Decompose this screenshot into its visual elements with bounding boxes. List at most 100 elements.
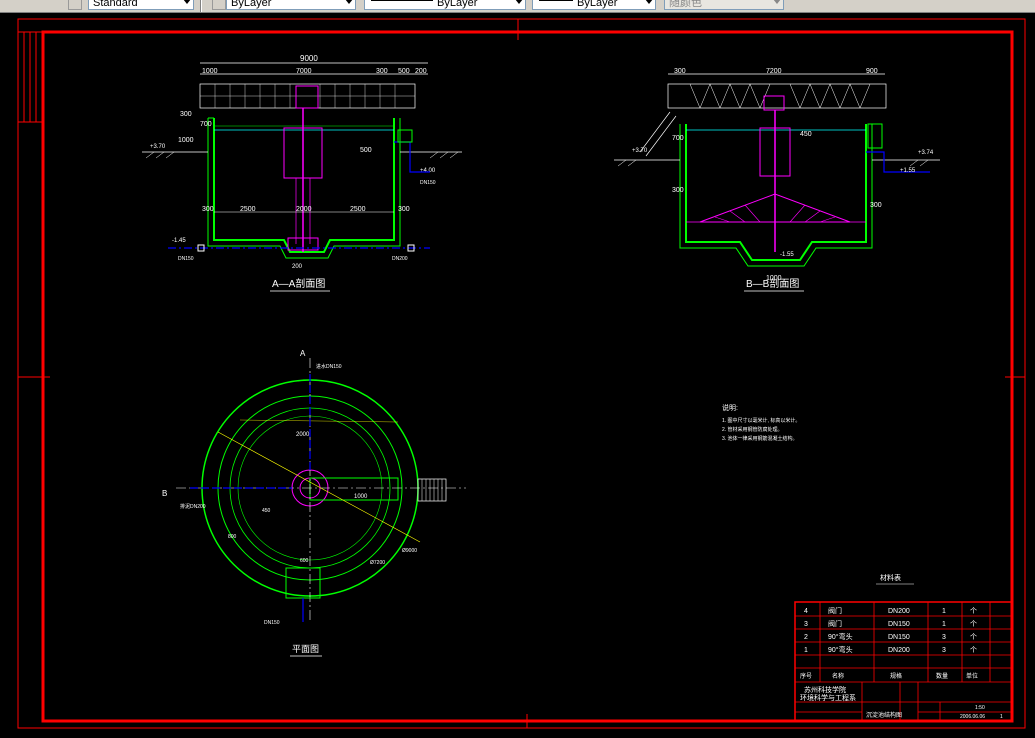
bom-no: 4 [804,608,808,615]
bom-spec: DN200 [888,647,910,654]
title-date: 2006.06.06 [960,714,985,720]
bom-header-name: 名称 [832,672,844,680]
dim-1000: 1000 [354,494,368,500]
scraper-base [287,237,319,251]
tank-wall-inner [685,124,867,261]
plan-view: A B 进水DN150 2000 450 1000 800 600 Ø9000 … [162,349,466,657]
dim-2000: 2000 [296,206,312,213]
bom-header-no: 序号 [800,672,812,680]
valve [407,244,415,252]
section-bb: 300 7200 900 +3.74 +1.55 +3.70 -1.55 700… [614,68,940,292]
tank-wall-outer [679,124,873,267]
pipe-top: 进水DN150 [316,363,342,370]
dim-right3: 200 [415,68,427,75]
level-4: -1.55 [780,252,794,258]
dim-600: 600 [300,558,309,564]
bom-qty: 1 [942,621,946,628]
level-1: +3.74 [918,150,934,156]
dim-300b: 300 [870,202,882,209]
bom-spec: DN150 [888,621,910,628]
valve [197,244,205,252]
level-1: +3.70 [150,144,166,150]
bom-name: 阀门 [828,606,842,615]
dim-2500a: 2500 [240,206,256,213]
dim-300c: 300 [180,111,192,118]
lineweight-value: ByLayer [577,0,618,9]
bom-spec: DN200 [888,608,910,615]
toolbar-separator [200,0,202,12]
outlet-weir [867,123,883,149]
outlet-pipe [866,151,930,173]
tank-wall-inner [213,118,395,253]
section-bb-title: B—B剖面图 [746,277,799,290]
pipe-bottom: DN150 [264,620,280,626]
title-scale: 1:50 [975,705,985,711]
dim-450: 450 [800,131,812,138]
bom-no: 1 [804,647,808,654]
pipe-label-left: DN150 [178,256,194,262]
dim-300a: 300 [672,187,684,194]
bom-qty: 3 [942,647,946,654]
outer-frame [17,18,1026,729]
dim-mid: 7000 [296,68,312,75]
title-block-border [794,601,1013,722]
ground-hatch [145,151,459,159]
truss-members [200,84,415,108]
color-dropdown[interactable]: 随颜色 [664,0,784,10]
dim-total: 7200 [766,68,782,75]
section-aa-title: A—A剖面图 [272,277,325,290]
bom-no: 3 [804,621,808,628]
properties-toolbar: Standard ByLayer ByLayer ByLayer 随颜色 [0,0,1035,13]
text-style-dropdown[interactable]: Standard [88,0,194,10]
layer-dropdown[interactable]: ByLayer [226,0,356,10]
ground-hatch [617,159,929,167]
dim-r: 2000 [296,432,310,438]
chevron-down-icon [183,0,191,4]
linetype-value: ByLayer [437,0,478,9]
chevron-down-icon [345,0,353,4]
drawing-canvas[interactable]: 9000 1000 7000 300 500 200 +3.70 +4.00 D… [0,12,1035,738]
pipe-left: 排泥DN200 [180,503,206,510]
layer-value: ByLayer [231,0,272,9]
dim-total: 9000 [300,54,318,63]
chevron-down-icon [515,0,523,4]
bom-header-unit: 单位 [966,672,978,680]
bom-unit: 个 [970,633,977,641]
dim-inner: Ø7200 [370,560,385,566]
notes-title: 说明: [722,403,738,412]
bom-grid [795,602,1012,683]
dim-dia: Ø9000 [402,548,417,554]
level-3: +3.70 [632,148,648,154]
bom-unit: 个 [970,620,977,628]
lineweight-dropdown[interactable]: ByLayer [532,0,656,10]
bom-header-qty: 数量 [936,672,948,680]
color-value: 随颜色 [669,0,702,9]
dim-1000: 1000 [766,275,782,282]
note-1: 1. 图中尺寸以毫米计, 标高以米计。 [722,417,800,424]
lineweight-preview [539,0,573,1]
bom-spec: DN150 [888,634,910,641]
bridge-truss [667,83,887,109]
title-dept: 环境科学与工程系 [800,693,856,702]
layer-color-icon[interactable] [212,0,226,10]
text-style-icon[interactable] [68,0,82,10]
bom-unit: 个 [970,607,977,615]
chevron-down-icon [773,0,781,4]
section-aa: 9000 1000 7000 300 500 200 +3.70 +4.00 D… [142,54,462,292]
bom-no: 2 [804,634,808,641]
level-3: -1.45 [172,238,186,244]
dim-right1: 300 [376,68,388,75]
label-a: A [300,349,306,358]
bom-qty: 3 [942,634,946,641]
bom-name: 90°弯头 [828,632,853,641]
dim-2500b: 2500 [350,206,366,213]
title-drawing: 沉淀池结构图 [866,711,902,719]
dim-1000: 1000 [178,137,194,144]
title-school: 苏州科技学院 [804,685,846,694]
dim-800: 800 [228,534,237,540]
linetype-dropdown[interactable]: ByLayer [364,0,526,10]
plan-stairs [417,478,447,502]
dim-450: 450 [262,508,271,514]
dim-300a: 300 [202,206,214,213]
note-3: 3. 池体一律采用钢筋混凝土结构。 [722,435,798,442]
